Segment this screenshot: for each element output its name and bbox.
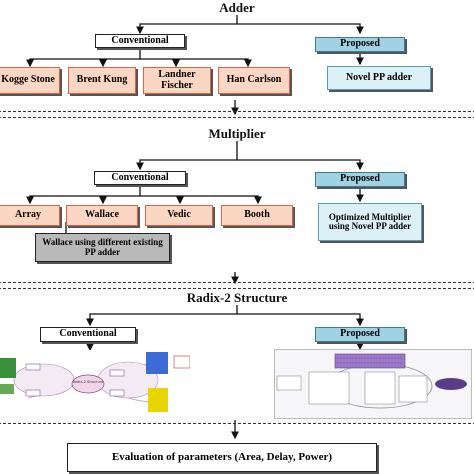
adder-item-landner-fischer: Landner Fischer <box>143 67 211 94</box>
radix-conventional-diagram-image: Radix-2 Structure <box>0 350 190 418</box>
multiplier-proposed-optimized: Optimized Multiplier using Novel PP adde… <box>318 203 422 241</box>
radix-title: Radix-2 Structure <box>186 290 288 305</box>
adder-proposed-box: Proposed <box>315 37 405 52</box>
multiplier-item-vedic: Vedic <box>145 205 213 226</box>
multiplier-title: Multiplier <box>208 126 266 141</box>
multiplier-item-wallace: Wallace <box>66 205 138 226</box>
adder-item-han-carlson: Han Carlson <box>218 67 290 94</box>
radix-proposed-diagram-image <box>274 349 472 419</box>
multiplier-item-array: Array <box>0 205 60 226</box>
radix-section <box>0 288 474 424</box>
multiplier-wallace-sub: Wallace using different existing PP adde… <box>35 233 170 262</box>
adder-title: Adder <box>219 0 255 15</box>
adder-item-brent-kung: Brent Kung <box>68 67 136 94</box>
multiplier-section <box>0 117 474 283</box>
radix-conv-center-label: Radix-2 Structure <box>73 380 104 384</box>
multiplier-item-booth: Booth <box>221 205 293 226</box>
evaluation-box: Evaluation of parameters (Area, Delay, P… <box>67 443 377 472</box>
adder-section <box>0 0 474 112</box>
radix-conventional-box: Conventional <box>40 327 136 342</box>
radix-proposed-box: Proposed <box>315 327 405 342</box>
multiplier-conventional-box: Conventional <box>94 171 186 185</box>
adder-conventional-box: Conventional <box>95 34 185 48</box>
adder-item-kogge-stone: Kogge Stone <box>0 67 60 94</box>
adder-proposed-novel-pp-adder: Novel PP adder <box>327 66 431 90</box>
multiplier-proposed-box: Proposed <box>315 172 405 187</box>
